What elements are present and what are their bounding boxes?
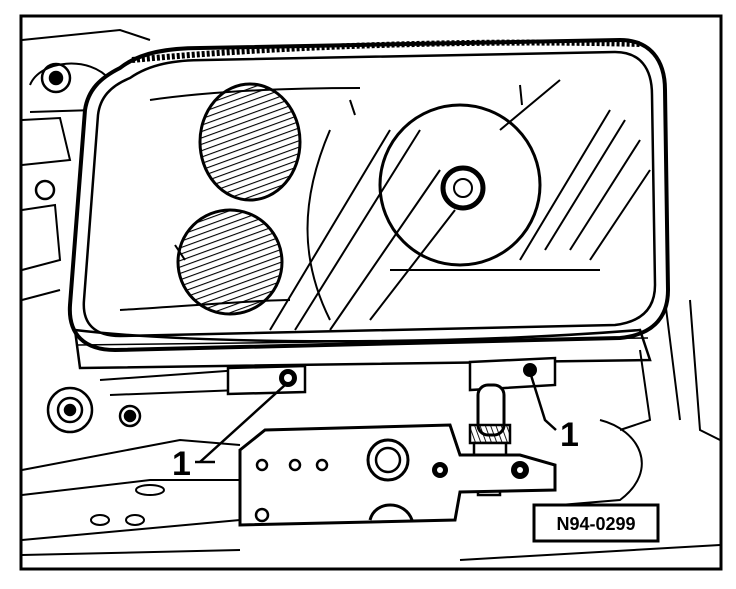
figure-id-box: N94-0299 [532,503,660,543]
upper-small-lamp [198,82,302,202]
callout-leader-right [528,371,557,431]
callout-1-left: 1 [172,384,286,483]
headlamp-housing [67,37,671,370]
lens-hatch-lines [119,79,651,331]
callout-leader-left [199,384,286,463]
callout-label-left: 1 [172,445,191,483]
callout-label-right: 1 [560,416,579,454]
vehicle-body-lines [21,28,721,561]
main-reflector [378,103,542,267]
figure-id-label: N94-0299 [556,514,635,534]
left-mount-bolts [34,62,142,434]
lower-small-lamp [176,208,284,316]
left-mounting-tab [226,364,307,396]
lower-bracket [90,423,557,527]
callout-1-right: 1 [528,371,579,454]
